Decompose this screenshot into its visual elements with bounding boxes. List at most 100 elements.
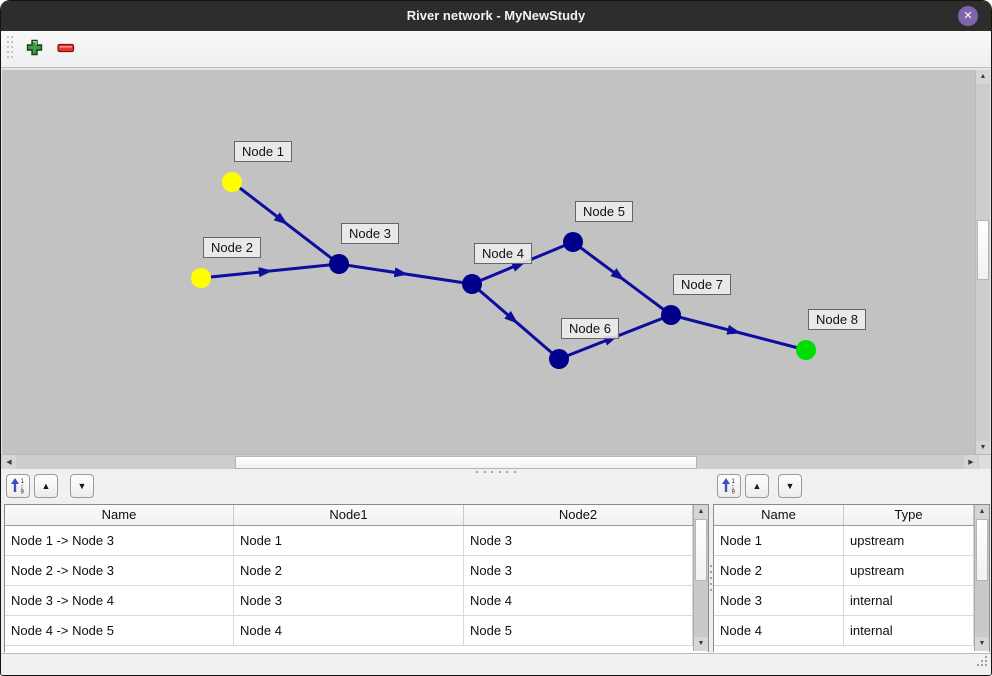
column-header[interactable]: Node1: [234, 505, 464, 525]
table-cell: Node 3: [464, 526, 693, 555]
table-cell: upstream: [844, 526, 974, 555]
column-header[interactable]: Node2: [464, 505, 693, 525]
table-cell: internal: [844, 616, 974, 645]
horizontal-scroll-thumb[interactable]: [235, 456, 697, 469]
sort-rows-icon: 1 9: [721, 477, 737, 496]
up-triangle-icon: ▲: [752, 481, 762, 491]
network-node[interactable]: [661, 305, 681, 325]
network-node[interactable]: [329, 254, 349, 274]
vertical-scroll-thumb[interactable]: [977, 220, 989, 280]
flow-direction-arrow-icon: [258, 267, 273, 278]
up-triangle-icon: ▲: [41, 481, 51, 491]
node-label: Node 7: [673, 274, 731, 295]
reaches-table-scrollbar[interactable]: ▲ ▼: [693, 505, 708, 651]
flow-direction-arrow-icon: [504, 310, 519, 324]
flow-direction-arrow-icon: [273, 212, 288, 225]
reaches-move-down-button[interactable]: ▼: [70, 474, 94, 498]
down-triangle-icon: ▼: [77, 481, 87, 491]
scroll-left-button[interactable]: ◀: [2, 455, 16, 470]
table-cell: Node 4: [234, 616, 464, 645]
canvas-horizontal-scrollbar[interactable]: ◀ ▶: [1, 454, 991, 470]
green-plus-icon: [26, 39, 43, 59]
close-icon: ✕: [963, 10, 973, 22]
canvas-vertical-scrollbar[interactable]: ▲ ▼: [975, 70, 990, 455]
main-toolbar: [1, 31, 991, 68]
table-cell: Node 1: [714, 526, 844, 555]
status-bar: [1, 653, 991, 675]
splitter-handle-dots: [476, 471, 516, 473]
horizontal-splitter[interactable]: [1, 469, 991, 474]
close-button[interactable]: ✕: [958, 6, 978, 26]
nodes-sort-button[interactable]: 1 9: [717, 474, 741, 498]
svg-text:1: 1: [21, 479, 25, 485]
table-cell: Node 2: [234, 556, 464, 585]
scroll-up-button[interactable]: ▲: [975, 505, 989, 519]
resize-grip[interactable]: [975, 654, 989, 673]
node-label: Node 5: [575, 201, 633, 222]
table-cell: Node 2: [714, 556, 844, 585]
table-cell: upstream: [844, 556, 974, 585]
partial-row: [714, 646, 989, 653]
add-node-button[interactable]: [22, 36, 46, 62]
scrollbar-corner: [979, 455, 991, 470]
network-node[interactable]: [462, 274, 482, 294]
nodes-move-up-button[interactable]: ▲: [745, 474, 769, 498]
column-header[interactable]: Name: [5, 505, 234, 525]
red-minus-icon: [57, 41, 75, 58]
node-label: Node 6: [561, 318, 619, 339]
column-header[interactable]: Name: [714, 505, 844, 525]
network-node[interactable]: [191, 268, 211, 288]
table-cell: Node 3: [714, 586, 844, 615]
node-label: Node 4: [474, 243, 532, 264]
network-node[interactable]: [563, 232, 583, 252]
network-node[interactable]: [222, 172, 242, 192]
svg-text:1: 1: [732, 479, 736, 485]
nodes-table-scrollbar[interactable]: ▲ ▼: [974, 505, 989, 651]
svg-text:9: 9: [21, 489, 25, 494]
flow-direction-arrow-icon: [393, 267, 409, 278]
table-button-bar: 1 9 ▲ ▼ 1 9 ▲: [1, 474, 991, 501]
flow-direction-arrow-icon: [511, 261, 526, 272]
table-cell: Node 1: [234, 526, 464, 555]
scroll-down-button[interactable]: ▼: [976, 441, 990, 455]
table-cell: Node 4: [464, 586, 693, 615]
toolbar-grip[interactable]: [6, 34, 14, 65]
node-label: Node 8: [808, 309, 866, 330]
scroll-down-button[interactable]: ▼: [694, 637, 708, 651]
reaches-sort-button[interactable]: 1 9: [6, 474, 30, 498]
scroll-up-button[interactable]: ▲: [694, 505, 708, 519]
column-header[interactable]: Type: [844, 505, 974, 525]
table-scroll-thumb[interactable]: [976, 519, 988, 581]
network-node[interactable]: [549, 349, 569, 369]
scroll-up-button[interactable]: ▲: [976, 70, 990, 84]
svg-text:9: 9: [732, 489, 736, 494]
scroll-right-button[interactable]: ▶: [964, 455, 978, 470]
vertical-splitter[interactable]: [709, 504, 713, 652]
table-cell: Node 5: [464, 616, 693, 645]
table-cell: Node 3: [464, 556, 693, 585]
table-scroll-thumb[interactable]: [695, 519, 707, 581]
nodes-move-down-button[interactable]: ▼: [778, 474, 802, 498]
partial-row: [5, 646, 708, 653]
window-title: River network - MyNewStudy: [406, 8, 586, 23]
table-cell: Node 4 -> Node 5: [5, 616, 234, 645]
reaches-move-up-button[interactable]: ▲: [34, 474, 58, 498]
remove-button[interactable]: [54, 36, 78, 62]
node-label: Node 3: [341, 223, 399, 244]
network-node[interactable]: [796, 340, 816, 360]
scroll-down-button[interactable]: ▼: [975, 637, 989, 651]
